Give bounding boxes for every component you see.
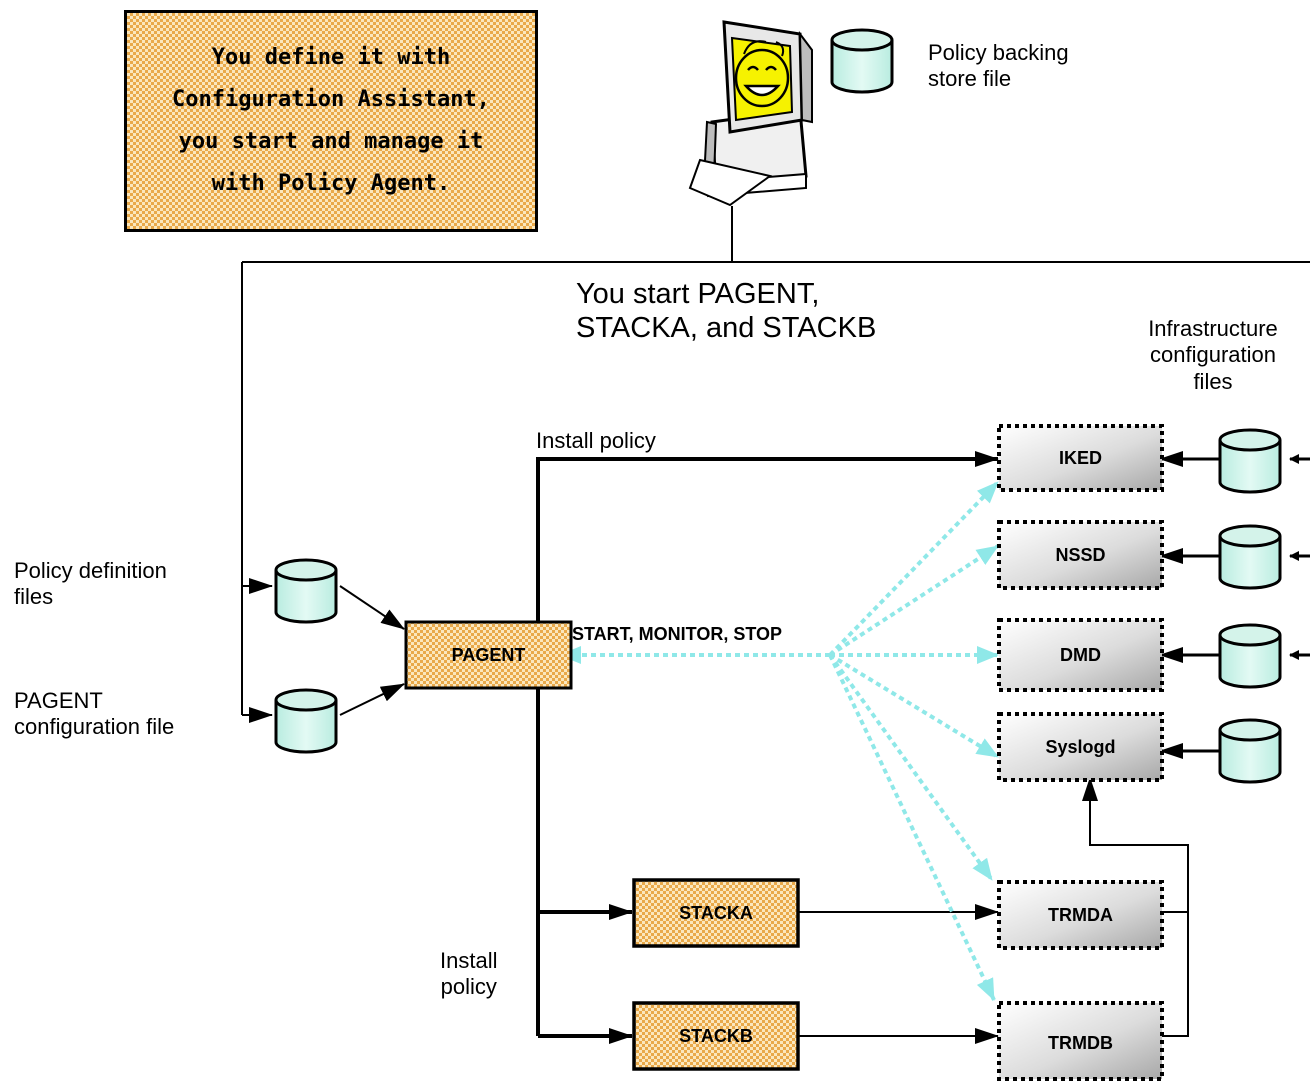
iked-box [997, 424, 1164, 492]
trmdb-label: TRMDB [1048, 1032, 1113, 1053]
info-note: You define it with Configuration Assista… [124, 10, 538, 232]
policy-backing-store-cylinder-icon [830, 28, 894, 94]
stacka-box [632, 878, 800, 948]
install-policy-bottom-label: Install policy [440, 948, 498, 1000]
pagent-box [404, 620, 573, 690]
trmda-box [997, 880, 1164, 950]
nssd-label: NSSD [1055, 544, 1106, 565]
syslogd-box [997, 712, 1164, 782]
smiling-computer-icon [688, 20, 813, 207]
infrastructure-config-label: Infrastructure configuration files [1148, 316, 1278, 394]
nssd-box [997, 520, 1164, 590]
policy-definition-files-label: Policy definition files [14, 558, 167, 610]
stackb-box [632, 1001, 800, 1071]
pagent-label: PAGENT [451, 644, 526, 665]
pagent-config-file-label: PAGENT configuration file [14, 688, 175, 740]
start-monitor-stop-label: START, MONITOR, STOP [572, 624, 783, 644]
stacka-label: STACKA [679, 902, 753, 923]
dmd-box [997, 618, 1164, 692]
nssd-config-cylinder-icon [1218, 524, 1282, 590]
syslogd-label: Syslogd [1045, 736, 1116, 757]
you-start-label: You start PAGENT, STACKA, and STACKB [576, 278, 877, 344]
network-bus [241, 206, 1310, 715]
dmd-label: DMD [1060, 644, 1101, 665]
syslogd-config-cylinder-icon [1218, 718, 1282, 784]
iked-label: IKED [1058, 447, 1102, 468]
policy-backing-store-label: Policy backing store file [928, 40, 1069, 92]
trmdb-box [997, 1001, 1164, 1081]
stackb-label: STACKB [679, 1025, 753, 1046]
pagent-config-file-cylinder-icon [274, 688, 338, 754]
policy-definition-files-cylinder-icon [274, 558, 338, 624]
iked-config-cylinder-icon [1218, 428, 1282, 494]
install-policy-top-label: Install policy [536, 428, 656, 453]
dmd-config-cylinder-icon [1218, 623, 1282, 689]
start-monitor-stop-arrows [559, 480, 1000, 1001]
trmda-label: TRMDA [1048, 904, 1113, 925]
